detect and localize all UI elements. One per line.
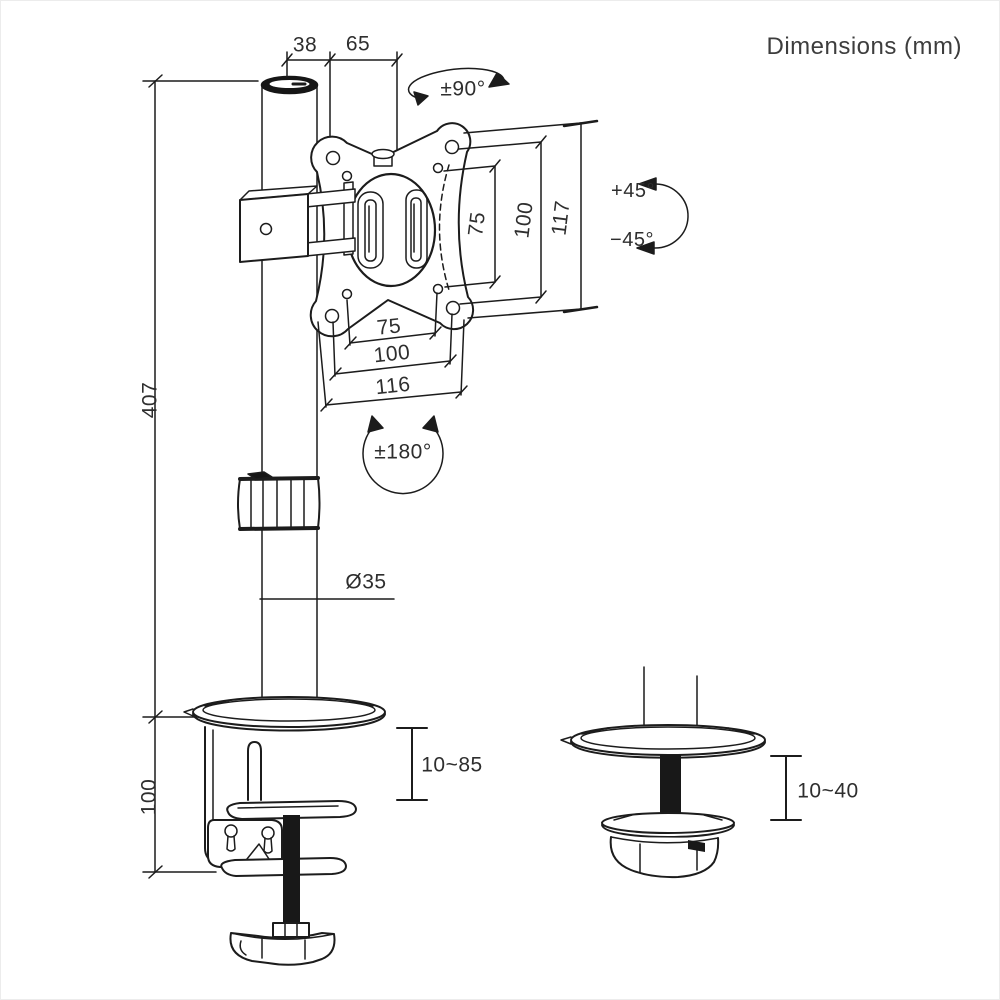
dim-label-vesa-horizontal-100: 100 — [372, 340, 412, 368]
dim-label-tilt-down: −45° — [610, 229, 654, 251]
vesa-plate — [309, 122, 475, 338]
pole — [260, 75, 319, 702]
dim-top-lines — [281, 51, 403, 168]
dim-label-vesa-vertical-100: 100 — [510, 200, 538, 240]
page-title: Dimensions (mm) — [766, 33, 962, 60]
dim-label-pole-offset: 38 — [292, 33, 318, 57]
desk-base — [183, 696, 386, 732]
dim-label-tilt-up: +45° — [611, 180, 655, 202]
dim-label-plate-width: 116 — [374, 372, 412, 400]
arm-bracket — [239, 181, 356, 263]
vesa-hole — [444, 139, 460, 155]
swivel-arrow — [407, 67, 510, 106]
dim-label-clamp-height: 100 — [137, 778, 161, 816]
vesa-slot-left — [357, 191, 384, 269]
dim-label-pole-height: 407 — [138, 381, 162, 419]
vesa-hole — [445, 300, 461, 316]
dim-label-swivel-range: ±90° — [440, 77, 486, 101]
dim-label-plate-height: 117 — [547, 199, 575, 237]
rotation-arrow — [362, 415, 444, 495]
dim-vesa-horizontal — [317, 292, 468, 412]
vesa-hole — [325, 150, 341, 166]
dim-grommet-range — [770, 755, 802, 821]
dim-label-clamp-desk-range: 10~85 — [421, 753, 483, 777]
dim-label-pole-diameter: Ø35 — [345, 570, 387, 594]
dim-label-rotation-range: ±180° — [374, 440, 432, 464]
dim-label-vesa-horizontal-75: 75 — [375, 314, 403, 340]
dim-label-grommet-desk-range: 10~40 — [797, 779, 859, 803]
grommet-mount — [560, 666, 766, 879]
vesa-slot-right — [405, 189, 428, 269]
dim-clamp-range — [396, 727, 428, 801]
dim-vesa-vertical — [443, 119, 599, 319]
dim-label-vesa-vertical-75: 75 — [464, 210, 490, 238]
desk-clamp — [204, 726, 357, 966]
pole-collar — [237, 471, 321, 531]
tilt-arrow — [636, 177, 689, 255]
dim-clamp-height-lines — [142, 716, 217, 879]
vesa-hole — [324, 308, 340, 324]
dim-label-arm-length: 65 — [345, 32, 371, 56]
